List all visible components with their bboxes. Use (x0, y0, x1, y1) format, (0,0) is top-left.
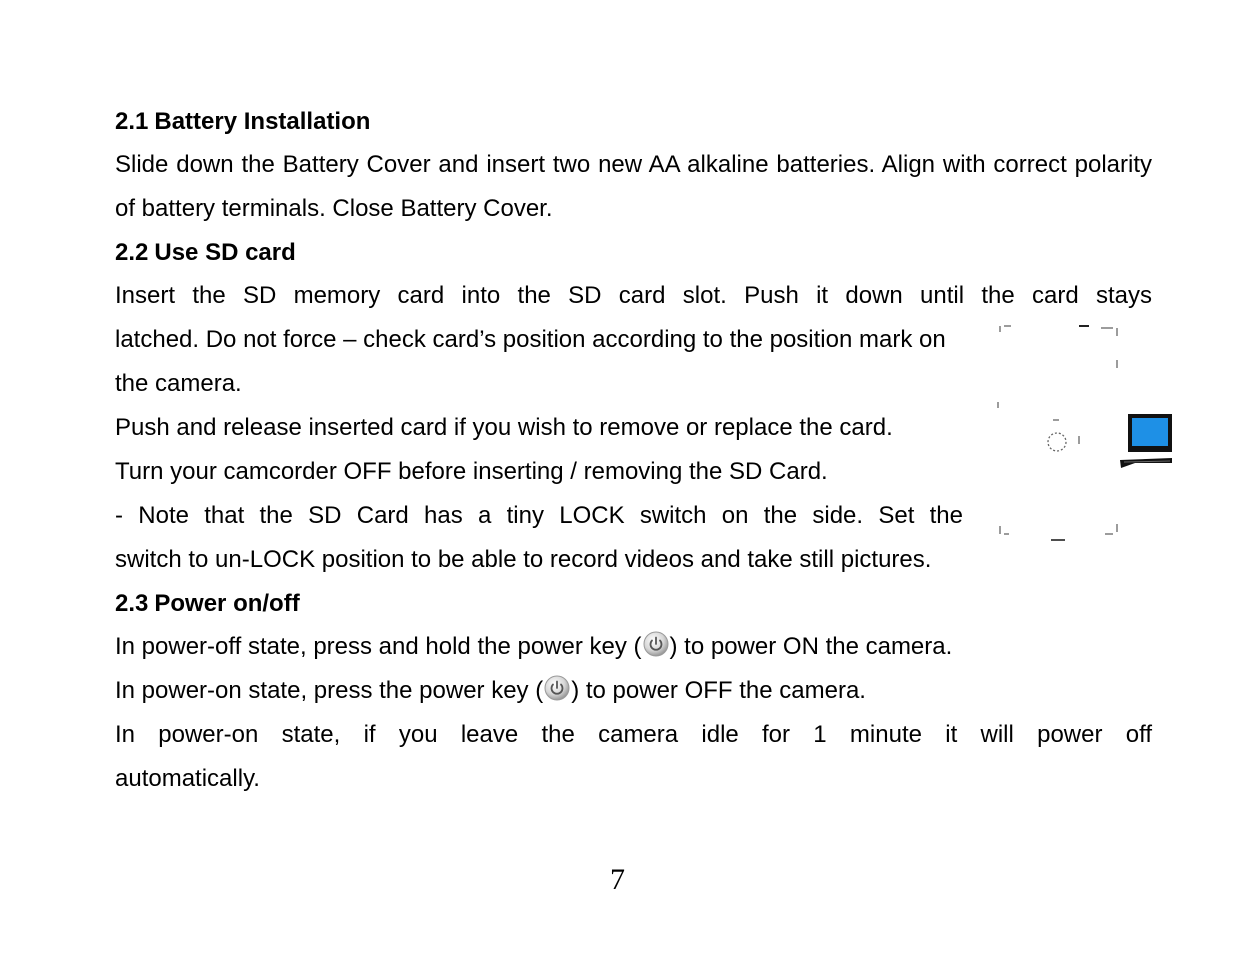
page-number: 7 (610, 863, 625, 896)
section-title: Battery Installation (154, 108, 371, 135)
word: 1 (813, 721, 827, 748)
power-icon (544, 675, 570, 701)
sd-latched-text: latched. Do not force – check card’s pos… (115, 326, 946, 397)
word: off (1125, 721, 1152, 748)
word: the (541, 721, 575, 748)
sd-turn-off-text: Turn your camcorder OFF before inserting… (115, 458, 828, 485)
sd-remove-text: Push and release inserted card if you wi… (115, 414, 893, 441)
word: minute (849, 721, 922, 748)
word: power-on (158, 721, 259, 748)
battery-instructions: Slide down the Battery Cover and insert … (115, 151, 1152, 222)
power-on-instruction: In power-off state, press and hold the p… (115, 625, 1152, 669)
word: idle (701, 721, 739, 748)
word: if (363, 721, 376, 748)
word: In (115, 721, 136, 748)
sd-insert-line: Insert the SD memory card into the SD ca… (115, 282, 1152, 309)
section-number: 2.1 (115, 108, 149, 135)
word: for (762, 721, 791, 748)
word: will (980, 721, 1014, 748)
section-number: 2.2 (115, 239, 149, 266)
word: power (1037, 721, 1103, 748)
word: you (398, 721, 438, 748)
sd-unlock-text: switch to un-LOCK position to be able to… (115, 546, 932, 573)
power-off-text-before: In power-on state, press the power key ( (115, 677, 544, 704)
power-icon (643, 631, 669, 657)
auto-power-off-end: automatically. (115, 765, 260, 792)
section-number: 2.3 (115, 590, 149, 617)
sd-card-camera-diagram (997, 325, 1172, 541)
sd-card-icon (1120, 414, 1172, 468)
power-off-instruction: In power-on state, press the power key (… (115, 669, 1152, 713)
word: it (945, 721, 958, 748)
word: state, (281, 721, 341, 748)
power-on-text-after: ) to power ON the camera. (669, 633, 953, 660)
section-title: Power on/off (154, 590, 300, 617)
section-title: Use SD card (154, 239, 296, 266)
power-off-text-after: ) to power OFF the camera. (571, 677, 866, 704)
sd-lock-note-text: - Note that the SD Card has a tiny LOCK … (115, 502, 963, 529)
word: leave (460, 721, 519, 748)
word: camera (598, 721, 679, 748)
power-on-text-before: In power-off state, press and hold the p… (115, 633, 642, 660)
